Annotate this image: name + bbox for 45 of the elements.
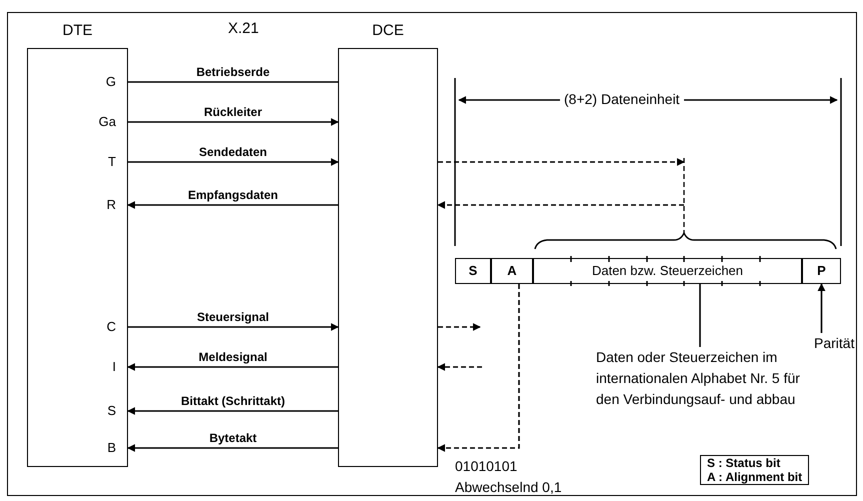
legend-entry: S : Status bit	[707, 456, 782, 470]
pin-label: I	[78, 358, 128, 376]
pin-label: S	[78, 402, 128, 420]
pin-label: B	[78, 439, 128, 457]
arrow	[437, 363, 482, 371]
connector-line	[128, 81, 338, 83]
annotation-text: Daten oder Steuerzeichen im internationalen Alphabet Nr. 5 für den Verbindungsauf- und abbau	[596, 347, 804, 433]
edge-label: Betriebserde	[196, 65, 270, 79]
edge-label: Rückleiter	[204, 105, 262, 119]
bit-field: Daten bzw. Steuerzeichen	[533, 258, 802, 284]
column-heading: DTE	[62, 22, 94, 39]
arrow	[438, 323, 481, 331]
arrow	[437, 201, 684, 209]
pin-label: C	[78, 318, 128, 336]
edge-label: Sendedaten	[199, 145, 267, 159]
bit-field: A	[491, 258, 533, 284]
note-text: Abwechselnd 0,1	[455, 479, 562, 495]
arrow	[127, 363, 338, 371]
edge-label: Steuersignal	[196, 310, 270, 324]
column-heading: DCE	[371, 22, 405, 39]
pin-label: Ga	[78, 113, 128, 131]
pin-label: T	[78, 153, 128, 171]
legend-entry: A : Alignment bit	[707, 470, 802, 484]
arrow	[128, 118, 339, 126]
dimension-label: (8+2) Dateneinheit	[560, 91, 684, 107]
arrow	[818, 283, 826, 333]
arrow	[127, 444, 338, 452]
diagram-title: X.21	[228, 20, 259, 37]
arrow	[128, 323, 339, 331]
leader-line	[699, 284, 701, 347]
pin-label: G	[78, 73, 128, 91]
pin-label: R	[78, 196, 128, 214]
bit-pattern: 01010101	[455, 458, 518, 474]
arrow	[128, 158, 339, 166]
edge-label: Empfangsdaten	[188, 188, 278, 202]
arrow	[437, 284, 520, 452]
arrow	[438, 158, 685, 166]
annotation-text: Parität	[814, 333, 863, 351]
arrow	[127, 201, 338, 209]
edge-label: Bytetakt	[209, 431, 257, 445]
edge-label: Bittakt (Schrittakt)	[181, 394, 285, 408]
bit-field: S	[455, 258, 491, 284]
arrow	[127, 407, 338, 415]
edge-label: Meldesignal	[198, 350, 268, 364]
bit-field: P	[802, 258, 841, 284]
